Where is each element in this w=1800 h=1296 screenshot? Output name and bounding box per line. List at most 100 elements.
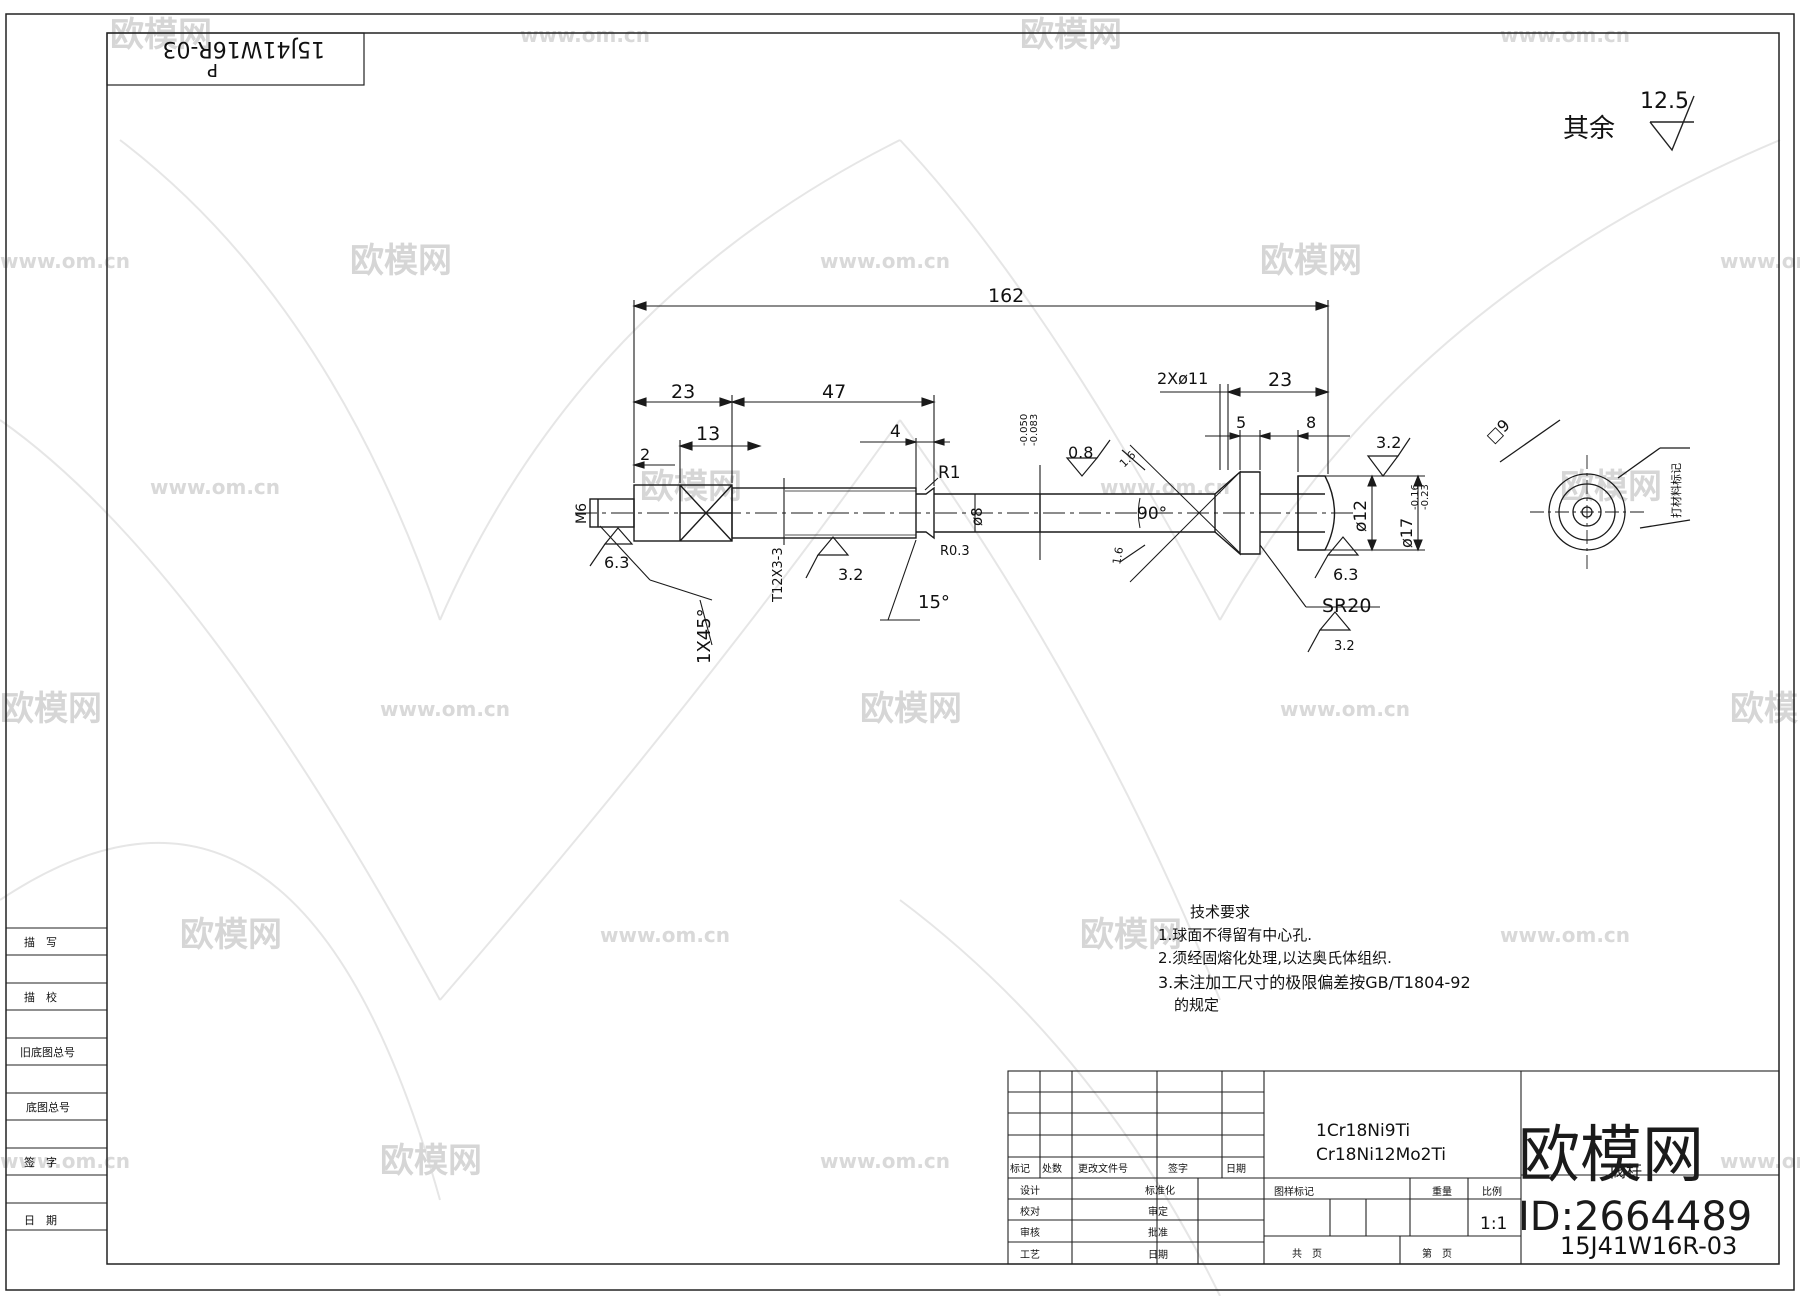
role-label: 审定 [1148, 1205, 1168, 1218]
part-name: 阀杆 [1610, 1162, 1642, 1181]
left-stamp-label: 旧底图总号 [20, 1045, 75, 1059]
scale-value: 1:1 [1480, 1214, 1507, 1234]
roughness-general-value: 12.5 [1640, 89, 1689, 114]
watermark-brand: 欧模网 [1020, 15, 1122, 55]
dimension-lines [599, 300, 1425, 646]
title-block [1007, 1070, 1780, 1265]
rev-header: 日期 [1226, 1163, 1246, 1175]
dim-vert-tol-a: -0.050 [1019, 414, 1030, 446]
dim-23-right: 23 [1268, 369, 1292, 391]
dim-thread: T12X3-3 [771, 547, 786, 603]
dim-2: 2 [640, 445, 650, 464]
stamp-line2: 15J41W16R-03 [162, 36, 325, 61]
dim-dia8: ø8 [968, 507, 986, 526]
roughness-value: 0.8 [1068, 443, 1093, 462]
tech-req-item: 3.未注加工尺寸的极限偏差按GB/T1804-92 [1158, 973, 1471, 992]
dim-5: 5 [1236, 413, 1246, 432]
part-side-view [1499, 419, 1691, 569]
roughness-value: 3.2 [838, 565, 863, 584]
dim-sr20: SR20 [1322, 595, 1371, 617]
brand-overlay: 欧模网 ID:2664489 [1518, 1118, 1752, 1240]
watermark-url: www.om.cn [600, 923, 730, 947]
watermark-brand: 欧模网 [1080, 915, 1182, 955]
left-stamp-column [6, 927, 107, 1231]
left-stamp-label: 描 校 [24, 990, 57, 1004]
watermark-tiles: 欧模网 www.om.cn 欧模网 www.om.cn 欧模网 www.om.c… [0, 15, 1800, 1181]
left-stamp-label: 日 期 [24, 1214, 57, 1227]
scale-label: 比例 [1482, 1185, 1502, 1198]
role-label: 工艺 [1020, 1249, 1040, 1261]
watermark-brand: 欧模网 [1560, 467, 1662, 507]
roughness-value: 6.3 [1333, 565, 1358, 584]
sheets-total: 共 页 [1292, 1248, 1322, 1260]
left-stamp-label: 描 写 [24, 935, 57, 949]
technical-requirements: 技术要求 1.球面不得留有中心孔. 2.须经固熔化处理,以达奥氏体组织. 3.未… [1158, 903, 1471, 1014]
roughness-symbols [589, 437, 1411, 653]
left-stamp-label: 底图总号 [26, 1100, 70, 1114]
role-label: 审核 [1020, 1226, 1040, 1239]
title-block-texts: 标记 处数 更改文件号 签字 日期 设计 校对 审核 工艺 标准化 审定 批准 … [1010, 1121, 1737, 1261]
rev-header: 签字 [1168, 1162, 1188, 1175]
roughness-value: 3.2 [1334, 639, 1355, 654]
rev-header: 更改文件号 [1078, 1162, 1128, 1175]
dim-dia12: ø12 [1351, 500, 1371, 532]
dim-13: 13 [696, 423, 720, 445]
material-2: Cr18Ni12Mo2Ti [1316, 1145, 1446, 1165]
watermark-brand: 欧模网 [350, 241, 452, 281]
dim-47: 47 [822, 381, 846, 403]
watermark-brand: 欧模网 [380, 1141, 482, 1181]
watermark-url: www.om.cn [1720, 249, 1800, 273]
dim-23-left: 23 [671, 381, 695, 403]
roughness-general: 其余 12.5 [1563, 89, 1695, 152]
watermark-url: www.om.cn [1720, 1149, 1800, 1173]
drawing-frame [5, 13, 1795, 1291]
tech-req-item: 的规定 [1174, 996, 1219, 1014]
roughness-value: 1.6 [1110, 546, 1126, 565]
part-front-view [575, 444, 1355, 583]
tech-req-item: 1.球面不得留有中心孔. [1158, 926, 1312, 944]
roughness-general-label: 其余 [1563, 114, 1615, 144]
dim-angle15: 15° [918, 592, 950, 613]
watermark-url: www.om.cn [0, 249, 130, 273]
dim-two-holes: 2Xø11 [1157, 369, 1208, 388]
role-label: 设计 [1020, 1184, 1040, 1197]
dim-vert-tol-b: -0.083 [1029, 414, 1040, 446]
watermark-brand: 欧模网 [110, 15, 212, 55]
watermark-url: www.om.cn [820, 249, 950, 273]
drawing-mark-label: 图样标记 [1274, 1185, 1314, 1198]
dim-overall: 162 [988, 285, 1024, 307]
watermark-url: www.om.cn [820, 1149, 950, 1173]
role-label: 日期 [1148, 1249, 1168, 1261]
watermark-url: www.om.cn [1280, 697, 1410, 721]
tech-req-title: 技术要求 [1190, 903, 1250, 921]
role-label: 批准 [1148, 1226, 1168, 1239]
watermark-url: www.om.cn [1100, 475, 1230, 499]
dim-chamfer: 1X45° [694, 608, 715, 664]
watermark-url: www.om.cn [150, 475, 280, 499]
left-stamp-labels: 描 写 描 校 旧底图总号 底图总号 签 字 日 期 [20, 935, 75, 1227]
weight-label: 重量 [1432, 1185, 1452, 1198]
material-1: 1Cr18Ni9Ti [1316, 1121, 1410, 1141]
roughness-value: 6.3 [604, 553, 629, 572]
dim-dia17: ø17 [1397, 518, 1416, 548]
watermark-brand: 欧模网 [0, 689, 102, 729]
dim-4: 4 [890, 422, 901, 442]
watermark-url: www.om.cn [380, 697, 510, 721]
watermark-url: www.om.cn [0, 1149, 130, 1173]
side-view-note: 打材料标记 [1669, 463, 1683, 518]
left-stamp-label: 签 字 [24, 1155, 57, 1169]
watermark-url: www.om.cn [1500, 923, 1630, 947]
dim-r03: R0.3 [940, 544, 970, 559]
watermark-brand: 欧模网 [640, 467, 742, 507]
watermark-brand: 欧模网 [180, 915, 282, 955]
dim-r1: R1 [938, 463, 961, 483]
watermark-url: www.om.cn [520, 23, 650, 47]
rotated-stamp: P 15J41W16R-03 [106, 32, 365, 86]
dim-angle90: 90° [1137, 504, 1167, 524]
dim-dia17-tol-low: -0.23 [1420, 484, 1431, 510]
watermark-brand: 欧模网 [1260, 241, 1362, 281]
tech-req-item: 2.须经固熔化处理,以达奥氏体组织. [1158, 949, 1392, 967]
rev-header: 标记 [1010, 1163, 1030, 1175]
roughness-value: 3.2 [1376, 433, 1401, 452]
